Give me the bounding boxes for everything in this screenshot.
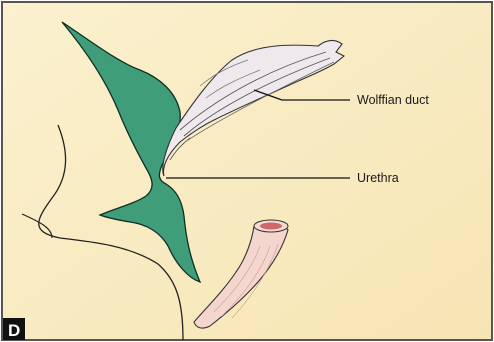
wolffian-duct-label: Wolffian duct: [357, 93, 429, 107]
urethra-label: Urethra: [357, 171, 399, 185]
panel-letter: D: [8, 321, 20, 340]
rectum-lumen: [260, 223, 282, 230]
